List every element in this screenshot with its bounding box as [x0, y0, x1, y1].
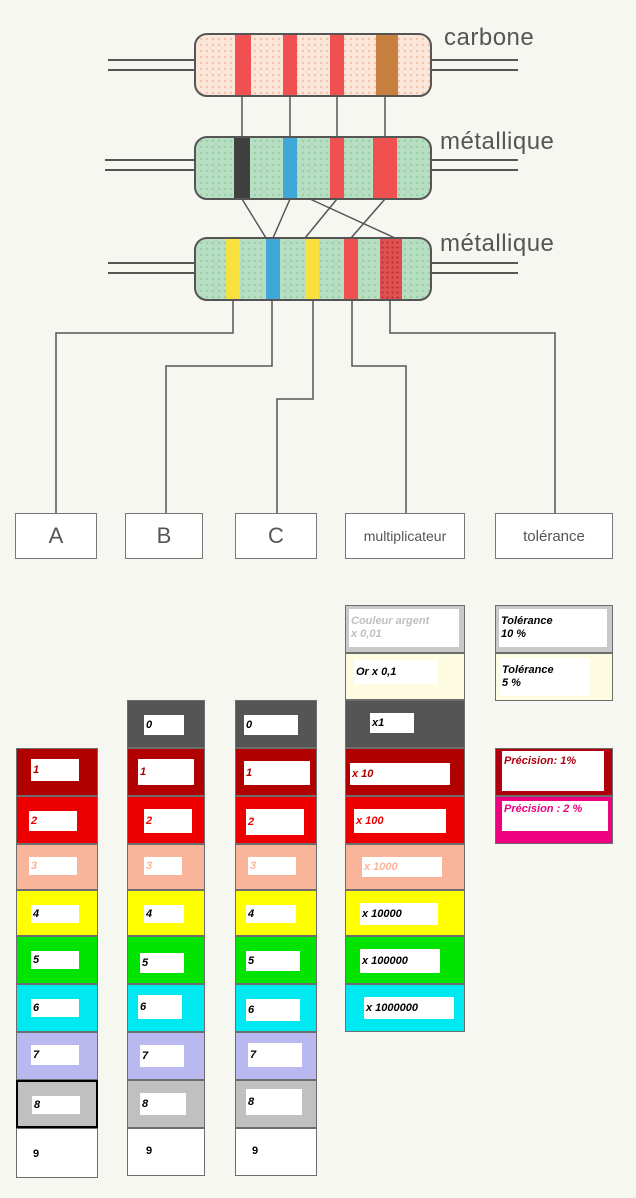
carbon-resistor: [194, 33, 432, 97]
gold-label: Or x 0,1: [354, 660, 438, 684]
digit-label: 0: [244, 715, 298, 735]
resistor-label-carbon: carbone: [444, 24, 535, 51]
multiplier-label: x 100: [354, 809, 446, 833]
digit-label: 7: [248, 1043, 302, 1067]
resistor-label-metal-1: métallique: [440, 128, 555, 155]
digit-label: 2: [246, 809, 304, 835]
color-brown: 1: [16, 748, 98, 796]
tolerance-10-line-1: Tolérance: [501, 615, 553, 628]
box-b: B: [125, 513, 203, 559]
color-red: 2: [16, 796, 98, 844]
digit-label: 6: [246, 999, 300, 1021]
digit-label: 2: [144, 809, 192, 833]
digit-label: 2: [29, 811, 77, 831]
color-blue: 6: [235, 984, 317, 1032]
digit-label: 1: [138, 759, 194, 785]
multiplier-label: x 10000: [360, 903, 438, 925]
digit-label: 3: [29, 857, 77, 875]
box-multiplier: multiplicateur: [345, 513, 465, 559]
color-yellow: 4: [127, 890, 205, 936]
digit-label: 0: [144, 715, 184, 735]
digit-label: 4: [31, 905, 79, 923]
color-violet: 7: [235, 1032, 317, 1080]
color-brown: 1: [235, 748, 317, 796]
color-grey: 8: [127, 1080, 205, 1128]
color-white: 9: [16, 1128, 98, 1178]
color-green: 5: [16, 936, 98, 984]
tolerance-5-line-2: 5 %: [502, 677, 521, 689]
tolerance-10-line-2: 10 %: [501, 628, 527, 640]
digit-label: 7: [31, 1045, 79, 1065]
color-brown: x 10: [345, 748, 465, 796]
color-orange: 3: [127, 844, 205, 890]
digit-label: 7: [140, 1045, 184, 1067]
color-blue: x 1000000: [345, 984, 465, 1032]
color-black: 0: [235, 700, 317, 748]
color-orange: x 1000: [345, 844, 465, 890]
tolerance-5-line-1: Tolérance: [502, 664, 554, 677]
color-green: x 100000: [345, 936, 465, 984]
digit-label: 3: [248, 857, 296, 875]
digit-label: 5: [31, 951, 79, 969]
digit-label: 8: [32, 1096, 80, 1114]
digit-label: 6: [138, 995, 182, 1019]
digit-label: 5: [246, 951, 300, 971]
color-blue: 6: [16, 984, 98, 1032]
color-brown: 1: [127, 748, 205, 796]
multiplier-label: x 1000000: [364, 997, 454, 1019]
multiplier-label: x 10: [350, 763, 450, 785]
color-grey: 8: [16, 1080, 98, 1128]
resistor-label-metal-2: métallique: [440, 230, 555, 257]
color-orange: 3: [235, 844, 317, 890]
box-tolerance: tolérance: [495, 513, 613, 559]
box-c: C: [235, 513, 317, 559]
multiplier-label: x 1000: [362, 857, 442, 877]
digit-label: 1: [31, 759, 79, 781]
metal-resistor-2: [194, 237, 432, 301]
color-white: 9: [235, 1128, 317, 1176]
metal-resistor-1: [194, 136, 432, 200]
color-black: 0: [127, 700, 205, 748]
color-red: 2: [235, 796, 317, 844]
digit-label: 4: [246, 905, 296, 923]
digit-label: 3: [144, 857, 182, 875]
color-violet: 7: [16, 1032, 98, 1080]
color-red: 2: [127, 796, 205, 844]
color-tolerance-red: Précision: 1%: [495, 748, 613, 796]
digit-label: 1: [244, 761, 310, 785]
multiplier-label: x 100000: [360, 949, 440, 973]
silver-line-2: x 0,01: [351, 628, 382, 640]
color-silver: Tolérance 10 %: [495, 605, 613, 653]
digit-label: 9: [144, 1141, 188, 1161]
precision-2-label: Précision : 2 %: [502, 801, 608, 831]
silver-line-1: Couleur argent: [351, 615, 430, 628]
color-white: 9: [127, 1128, 205, 1176]
color-green: 5: [127, 936, 205, 984]
color-tolerance-pink: Précision : 2 %: [495, 796, 613, 844]
color-grey: 8: [235, 1080, 317, 1128]
digit-label: 4: [144, 905, 184, 923]
color-yellow: x 10000: [345, 890, 465, 936]
digit-label: 8: [140, 1093, 186, 1115]
color-green: 5: [235, 936, 317, 984]
color-gold: Or x 0,1: [345, 653, 465, 700]
color-violet: 7: [127, 1032, 205, 1080]
box-a: A: [15, 513, 97, 559]
color-yellow: 4: [16, 890, 98, 936]
resistor-diagram: [55, 33, 556, 513]
color-gold: Tolérance 5 %: [495, 653, 613, 701]
color-black: x1: [345, 700, 465, 748]
color-orange: 3: [16, 844, 98, 890]
color-blue: 6: [127, 984, 205, 1032]
digit-label: 5: [140, 953, 184, 973]
precision-1-label: Précision: 1%: [502, 751, 604, 791]
digit-label: 9: [250, 1141, 294, 1161]
multiplier-label: x1: [370, 713, 414, 733]
color-silver: Couleur argent x 0,01: [345, 605, 465, 653]
digit-label: 6: [31, 999, 79, 1017]
digit-label: 8: [246, 1089, 302, 1115]
color-red: x 100: [345, 796, 465, 844]
digit-label: 9: [31, 1145, 79, 1163]
color-yellow: 4: [235, 890, 317, 936]
